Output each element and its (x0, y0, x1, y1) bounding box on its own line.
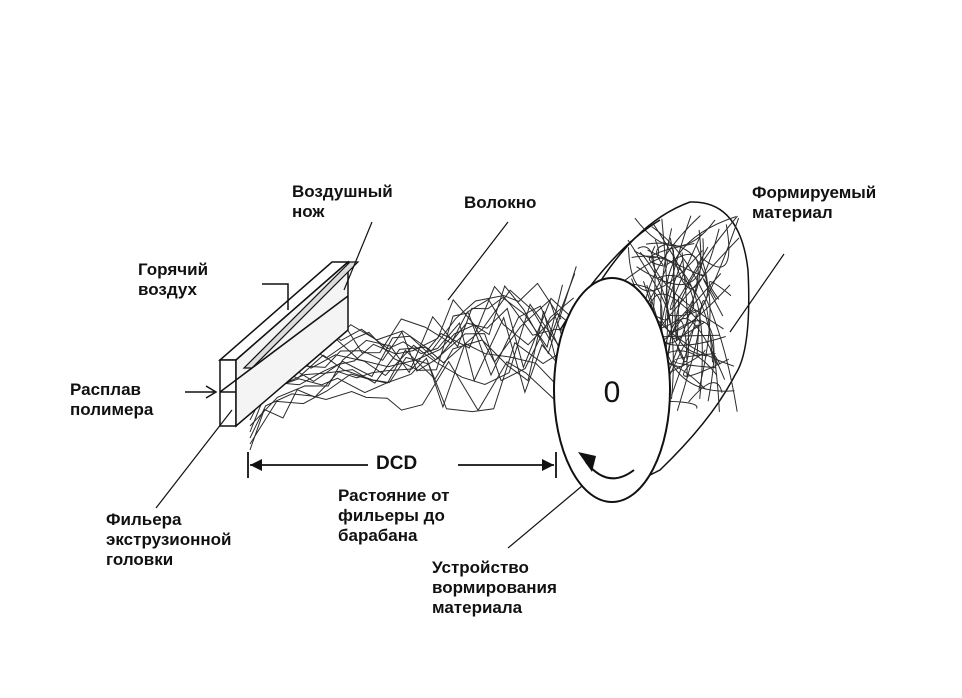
extrusion-die (185, 260, 360, 428)
fiber-strand (249, 266, 577, 421)
roll-fiber (651, 226, 738, 412)
air-knife-leader (343, 221, 373, 291)
roll-fiber (634, 217, 716, 247)
die-leader (155, 409, 233, 509)
roll-fiber (703, 278, 724, 317)
drum-face (553, 277, 671, 503)
fiber-leader (447, 221, 509, 301)
roll-fiber (665, 318, 726, 380)
rotation-arrow-head (578, 452, 596, 472)
roll-outline (599, 201, 750, 481)
fiber-strand (249, 360, 583, 439)
dcd-arrow-right (542, 459, 554, 471)
roll-fiber (673, 353, 717, 369)
roll-fiber (676, 252, 690, 363)
dcd-arrow-left (250, 459, 262, 471)
roll-fiber (688, 382, 723, 403)
fiber-strand (249, 284, 563, 427)
dcd-label: DCD (376, 453, 418, 474)
fiber-label: Волокно (464, 193, 537, 212)
roll-fiber (657, 274, 720, 412)
roll-fiber (665, 216, 737, 324)
roll-fiber (633, 239, 660, 259)
roll-fiber (708, 281, 732, 300)
formed-material-leader (729, 253, 785, 333)
melt-arrow (185, 385, 218, 399)
roll-fiber (636, 238, 704, 285)
roll-fiber (669, 233, 709, 311)
drum-center-mark: 0 (604, 376, 621, 409)
collector-leader (507, 485, 583, 549)
roll-fiber (621, 257, 668, 318)
leader-lines (155, 221, 785, 549)
roll-fiber (664, 259, 731, 333)
hot-air-pointer (262, 283, 289, 310)
roll-fiber (699, 224, 730, 268)
dcd-dimension (247, 452, 557, 478)
collector-drum: 0 (553, 219, 671, 503)
fiber-strand (249, 285, 586, 451)
die-slot (219, 295, 349, 393)
roll-fiber (648, 243, 695, 267)
air-knife-plate (242, 261, 360, 369)
die-block-side (235, 260, 349, 428)
fiber-strand (249, 273, 576, 433)
fiber-strand (249, 342, 565, 409)
